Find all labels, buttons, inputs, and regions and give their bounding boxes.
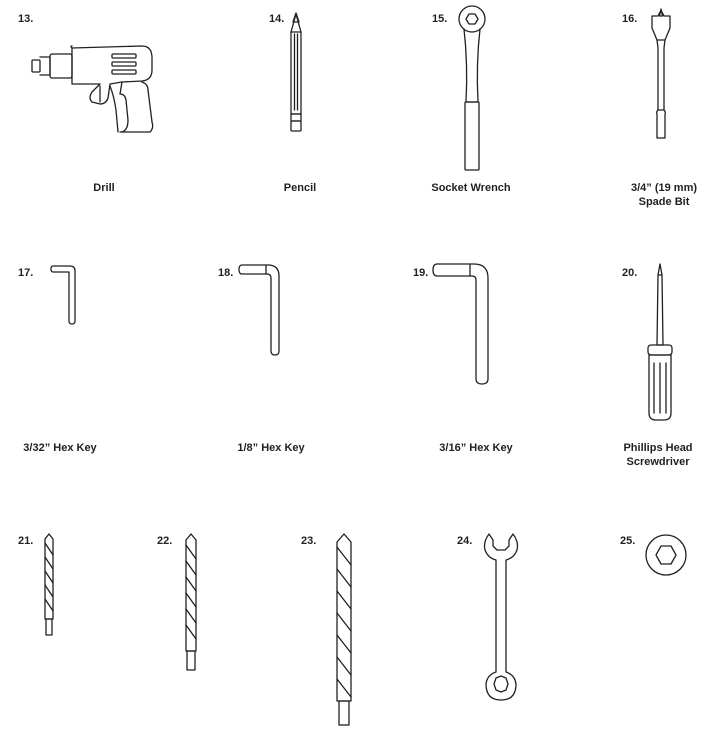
item-16-number: 16.	[622, 13, 638, 25]
item-25-number: 25.	[620, 535, 636, 547]
item-20-number: 20.	[622, 267, 638, 279]
hex-key-medium-icon	[238, 264, 280, 356]
hex-nut-icon	[645, 534, 687, 576]
socket-wrench-icon	[458, 5, 486, 171]
item-22-number: 22.	[157, 535, 173, 547]
drill-icon	[31, 45, 154, 133]
drill-bit-small-icon	[44, 533, 54, 636]
item-18-label: 1/8” Hex Key	[237, 442, 305, 454]
item-20-label: Phillips Head Screwdriver	[623, 442, 693, 468]
spade-bit-icon	[651, 8, 671, 139]
item-17-label: 3/32” Hex Key	[23, 442, 97, 454]
item-24-number: 24.	[457, 535, 473, 547]
hex-key-small-icon	[50, 265, 76, 325]
item-15-number: 15.	[432, 13, 448, 25]
item-19-number: 19.	[413, 267, 429, 279]
item-13-number: 13.	[18, 13, 34, 25]
item-15-label: Socket Wrench	[431, 182, 511, 194]
combination-wrench-icon	[483, 533, 519, 701]
item-14-label: Pencil	[283, 182, 317, 194]
item-21-number: 21.	[18, 535, 34, 547]
pencil-icon	[290, 12, 302, 132]
item-13-label: Drill	[93, 182, 115, 194]
item-16-label: 3/4” (19 mm) Spade Bit	[630, 182, 698, 208]
item-14-number: 14.	[269, 13, 285, 25]
drill-bit-large-icon	[336, 533, 352, 726]
item-23-number: 23.	[301, 535, 317, 547]
item-18-number: 18.	[218, 267, 234, 279]
drill-bit-medium-icon	[185, 533, 197, 671]
screwdriver-icon	[647, 263, 673, 421]
hex-key-large-icon	[432, 263, 489, 385]
item-17-number: 17.	[18, 267, 34, 279]
item-19-label: 3/16” Hex Key	[439, 442, 513, 454]
